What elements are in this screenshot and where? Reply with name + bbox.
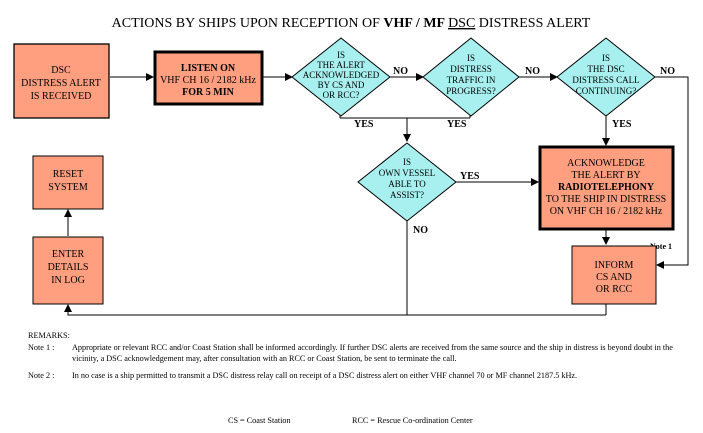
arrow-bottom-to-log xyxy=(64,304,606,316)
reset-line-2: SYSTEM xyxy=(48,182,88,193)
note-2-text: In no case is a ship permitted to transm… xyxy=(72,371,578,380)
d3-line-2: THE DSC xyxy=(587,64,624,74)
reset-line-1: RESET xyxy=(53,169,84,180)
dsc-line-2: DISTRESS ALERT xyxy=(21,78,101,89)
box-reset-system: RESET SYSTEM xyxy=(32,155,104,210)
label-no-4: NO xyxy=(413,225,428,236)
d3-line-3: DISTRESS CALL xyxy=(572,75,639,85)
ack-line-3: RADIOTELEPHONY xyxy=(558,182,655,193)
d4-line-2: OWN VESSEL xyxy=(379,168,436,178)
diagram-title: ACTIONS BY SHIPS UPON RECEPTION OF VHF /… xyxy=(112,16,591,31)
inform-line-2: CS AND xyxy=(596,272,632,283)
listen-line-2: VHF CH 16 / 2182 kHz xyxy=(160,75,256,86)
note-1-label: Note 1 : xyxy=(28,343,55,352)
d1-line-5: OR RCC? xyxy=(323,90,360,100)
abbrev-rcc: RCC = Rescue Co-ordination Center xyxy=(352,416,473,425)
d2-line-1: IS xyxy=(467,53,475,63)
ack-line-1: ACKNOWLEDGE xyxy=(567,158,645,169)
listen-line-3: FOR 5 MIN xyxy=(182,87,234,98)
inform-line-3: OR RCC xyxy=(596,284,633,295)
note-1-text: Appropriate or relevant RCC and/or Coast… xyxy=(72,343,673,363)
enter-line-3: IN LOG xyxy=(51,275,85,286)
d1-line-2: THE ALERT xyxy=(317,60,365,70)
remarks-header: REMARKS: xyxy=(28,331,70,340)
box-enter-details: ENTER DETAILS IN LOG xyxy=(32,236,104,305)
d2-line-3: TRAFFIC IN xyxy=(447,75,496,85)
remarks-section: REMARKS: Note 1 : Appropriate or relevan… xyxy=(28,330,693,381)
note-2: Note 2 : In no case is a ship permitted … xyxy=(28,370,693,381)
label-note1: Note 1 xyxy=(650,242,672,251)
d4-line-4: ASSIST? xyxy=(390,190,424,200)
label-no-1: NO xyxy=(393,66,408,77)
abbrev-cs: CS = Coast Station xyxy=(228,416,291,425)
enter-line-2: DETAILS xyxy=(48,262,89,273)
d3-line-1: IS xyxy=(602,53,610,63)
d3-line-4: CONTINUING? xyxy=(576,86,637,96)
d4-line-3: ABLE TO xyxy=(388,179,426,189)
label-yes-4: YES xyxy=(460,171,480,182)
label-yes-1: YES xyxy=(354,119,374,130)
dsc-line-3: IS RECEIVED xyxy=(31,91,92,102)
box-dsc-received: DSC DISTRESS ALERT IS RECEIVED xyxy=(13,43,110,119)
inform-line-1: INFORM xyxy=(595,260,634,271)
ack-line-5: ON VHF CH 16 / 2182 kHz xyxy=(550,206,663,217)
label-yes-2: YES xyxy=(447,119,467,130)
label-yes-3: YES xyxy=(612,119,632,130)
label-no-3: NO xyxy=(660,66,675,77)
d2-line-4: PROGRESS? xyxy=(446,86,496,96)
d1-line-4: BY CS AND xyxy=(318,80,365,90)
ack-line-2: THE ALERT BY xyxy=(571,170,640,181)
d1-line-3: ACKNOWLEDGED xyxy=(303,70,380,80)
ack-line-4: TO THE SHIP IN DISTRESS xyxy=(546,194,666,205)
listen-line-1: LISTEN ON xyxy=(181,63,236,74)
note-1: Note 1 : Appropriate or relevant RCC and… xyxy=(28,342,693,364)
label-no-2: NO xyxy=(525,66,540,77)
d1-line-1: IS xyxy=(337,50,345,60)
d4-line-1: IS xyxy=(403,157,411,167)
dsc-line-1: DSC xyxy=(51,65,71,76)
note-2-label: Note 2 : xyxy=(28,371,55,380)
enter-line-1: ENTER xyxy=(52,249,85,260)
d2-line-2: DISTRESS xyxy=(450,64,492,74)
arrow-no-to-inform xyxy=(654,76,689,269)
